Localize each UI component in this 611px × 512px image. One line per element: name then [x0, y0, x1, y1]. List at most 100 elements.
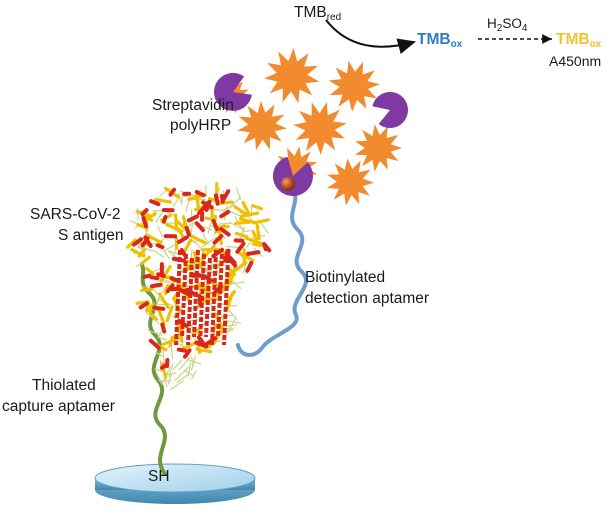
hrp-star-icon: [293, 101, 347, 155]
protein-beta-sheet: [239, 211, 260, 218]
protein-alpha-helix: [213, 285, 223, 295]
protein-loop-strand: [218, 222, 232, 225]
protein-central-helix: [204, 257, 212, 338]
protein-loop-strand: [227, 196, 242, 209]
protein-loop-strand: [184, 370, 195, 377]
protein-loop-strand: [167, 372, 177, 375]
protein-alpha-helix: [152, 305, 166, 311]
protein-beta-sheet: [241, 201, 250, 215]
protein-loop-strand: [140, 246, 154, 252]
thiolated-label-line1: Thiolated: [32, 377, 96, 394]
protein-alpha-helix: [201, 200, 214, 210]
tmb-ox-yellow-text: TMB: [556, 31, 590, 48]
protein-loop-strand: [176, 374, 189, 383]
protein-beta-sheet: [145, 267, 155, 276]
protein-beta-sheet: [161, 336, 180, 346]
protein-loop-strand: [155, 351, 164, 358]
protein-alpha-helix: [213, 193, 220, 206]
protein-loop-strand: [186, 358, 202, 365]
protein-loop-strand: [242, 229, 254, 233]
streptavidin-pacman-icon: [372, 92, 409, 129]
protein-loop-strand: [172, 197, 180, 207]
protein-alpha-helix: [211, 218, 219, 232]
protein-loop-strand: [227, 309, 238, 320]
protein-loop-strand: [260, 222, 269, 234]
tmb-ox-blue-label: TMBox: [417, 30, 462, 50]
protein-beta-sheet: [238, 217, 257, 224]
hrp-star-icon: [355, 124, 402, 172]
protein-beta-sheet: [234, 231, 249, 239]
protein-beta-sheet: [154, 197, 172, 204]
protein-loop-strand: [181, 192, 183, 206]
gold-surface-disc: [94, 463, 256, 504]
protein-beta-sheet: [130, 248, 146, 258]
protein-alpha-helix: [194, 221, 205, 233]
protein-loop-strand: [191, 356, 196, 371]
protein-loop-strand: [157, 336, 167, 341]
protein-alpha-helix: [138, 301, 149, 310]
protein-loop-strand: [152, 209, 163, 212]
protein-loop-strand: [201, 236, 217, 248]
protein-beta-sheet: [156, 307, 166, 326]
protein-beta-sheet: [142, 213, 156, 221]
protein-loop-strand: [190, 222, 194, 236]
protein-beta-sheet: [228, 266, 237, 286]
tmb-ox-blue-text: TMB: [417, 31, 451, 48]
protein-loop-strand: [152, 249, 164, 258]
protein-beta-sheet: [158, 292, 170, 310]
protein-alpha-helix: [219, 209, 231, 219]
protein-beta-sheet: [207, 280, 222, 288]
protein-beta-sheet: [181, 215, 188, 226]
tmb-red-text: TMB: [294, 4, 327, 21]
protein-loop-strand: [204, 185, 208, 197]
protein-beta-sheet: [233, 205, 250, 217]
biotinylated-label-line1: Biotinylated: [305, 269, 386, 286]
protein-beta-sheet: [140, 287, 154, 292]
protein-loop-strand: [191, 370, 197, 380]
biotinylated-label-line2: detection aptamer: [305, 290, 430, 307]
tmb-oxidation-arrow: [325, 19, 416, 54]
protein-loop-strand: [229, 221, 244, 230]
protein-alpha-helix: [246, 250, 261, 256]
hrp-star-icon: [264, 48, 320, 104]
protein-beta-sheet: [165, 223, 184, 233]
protein-loop-strand: [212, 208, 224, 211]
h2so4-so: SO: [502, 16, 522, 31]
h2so4-sub-2: 2: [496, 23, 503, 34]
protein-loop-strand: [224, 324, 238, 328]
protein-beta-sheet: [234, 220, 251, 225]
detection-aptamer-strand: [236, 184, 308, 357]
hrp-star-icon: [326, 158, 374, 206]
protein-beta-sheet: [181, 340, 198, 351]
protein-alpha-helix: [149, 199, 161, 207]
protein-loop-strand: [155, 211, 163, 223]
protein-central-helix: [186, 257, 194, 346]
protein-alpha-helix: [212, 234, 224, 245]
hrp-star-icon: [328, 60, 380, 112]
protein-alpha-helix: [184, 225, 191, 237]
thiol-sh-label: SH: [148, 468, 170, 485]
protein-alpha-helix: [132, 237, 143, 247]
protein-alpha-helix: [168, 187, 176, 197]
protein-alpha-helix: [141, 215, 148, 229]
protein-loop-strand: [178, 356, 191, 371]
protein-alpha-helix: [149, 275, 160, 281]
protein-beta-sheet: [189, 234, 207, 245]
protein-alpha-helix: [220, 189, 231, 203]
protein-alpha-helix: [169, 276, 178, 282]
a450-label: A450nm: [549, 53, 602, 69]
h2so4-label: H2SO4: [487, 14, 527, 34]
streptavidin-pacman-icon: [214, 72, 252, 111]
protein-beta-sheet: [192, 327, 202, 335]
protein-alpha-helix: [197, 293, 203, 307]
protein-alpha-helix: [176, 235, 189, 245]
protein-loop-strand: [187, 361, 192, 377]
protein-alpha-helix: [140, 236, 150, 248]
protein-loop-strand: [222, 319, 242, 324]
protein-central-helix: [192, 249, 200, 338]
streptavidin-label-line1: Streptavidin: [152, 97, 234, 114]
protein-loop-strand: [152, 286, 158, 295]
thiolated-label-line2: capture aptamer: [2, 398, 115, 415]
protein-loop-strand: [157, 225, 163, 238]
